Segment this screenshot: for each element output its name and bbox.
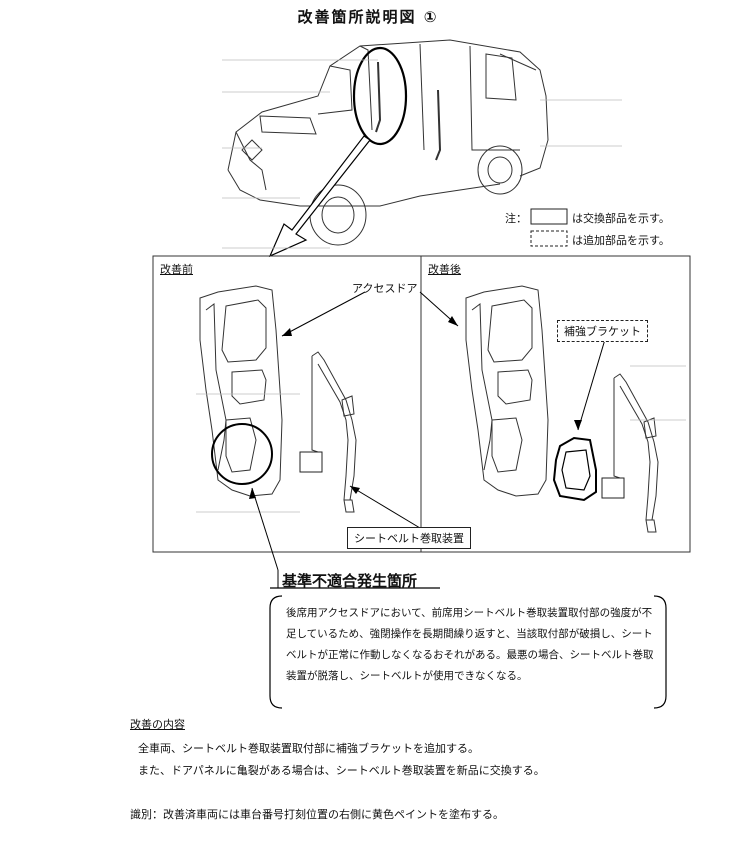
legend-add-text: は追加部品を示す。 xyxy=(572,234,670,247)
seatbelt-after xyxy=(601,373,659,533)
legend-prefix: 注： xyxy=(505,212,527,225)
callout-access-door: アクセスドア xyxy=(352,282,418,295)
door-after xyxy=(465,285,549,497)
panel-after-label: 改善後 xyxy=(428,263,461,276)
vehicle-illustration xyxy=(227,39,549,246)
legend-replace-text: は交換部品を示す。 xyxy=(572,212,670,225)
callout-reinforcement-bracket: 補強ブラケット xyxy=(557,320,648,342)
improvement-line-2: また、ドアパネルに亀裂がある場合は、シートベルト巻取装置を新品に交換する。 xyxy=(138,764,545,777)
legend-solid-box xyxy=(530,208,568,225)
defect-description: 後席用アクセスドアにおいて、前席用シートベルト巻取装置取付部の強度が不足している… xyxy=(286,607,654,682)
pointer-arrow xyxy=(268,135,371,258)
highlight-ellipse-car xyxy=(352,46,408,146)
bracket-drawing xyxy=(552,436,597,502)
improvement-line-1: 全車両、シートベルト巻取装置取付部に補強ブラケットを追加する。 xyxy=(138,742,479,755)
callout-seatbelt-retractor: シートベルト巻取装置 xyxy=(347,527,471,549)
identification-note: 識別：改善済車両には車台番号打刻位置の右側に黄色ペイントを塗布する。 xyxy=(130,808,504,821)
panel-before-label: 改善前 xyxy=(160,263,193,276)
defect-circle xyxy=(211,423,273,485)
seatbelt-before xyxy=(299,351,357,513)
defect-heading: 基準不適合発生箇所 xyxy=(282,572,418,590)
improvement-heading: 改善の内容 xyxy=(130,718,185,731)
legend-dashed-box xyxy=(530,230,568,247)
door-before xyxy=(199,285,283,497)
page-title: 改善箇所説明図 ① xyxy=(297,8,439,26)
